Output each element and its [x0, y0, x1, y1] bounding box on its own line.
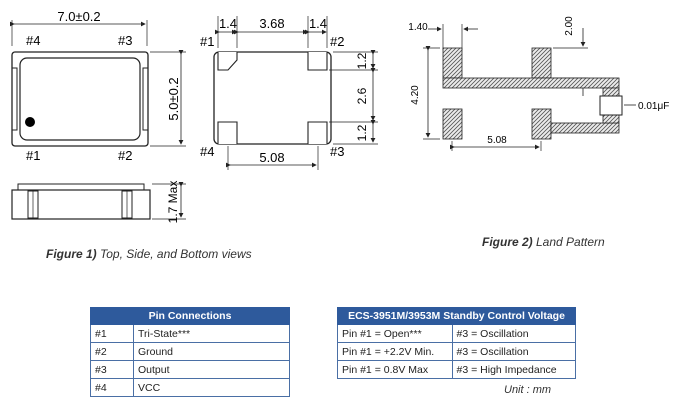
bottom-pin-label-1: #1 [200, 34, 214, 49]
land-pitch-dim: 5.08 [487, 135, 507, 146]
land-pad-height-dim: 2.00 [564, 16, 575, 36]
bottom-pin-label-2: #2 [330, 34, 344, 49]
figure1-caption-text: Top, Side, and Bottom views [96, 247, 252, 261]
bottom-right-dim-3: 1.2 [355, 124, 369, 141]
top-view: 7.0±0.2 #4 #3 #1 #2 5.0±0.2 [10, 9, 186, 163]
bottom-pitch-dim: 5.08 [259, 150, 284, 165]
land-height-dim: 4.20 [410, 85, 421, 105]
function-cell: VCC [133, 378, 290, 397]
bottom-pin-label-3: #3 [330, 144, 344, 159]
table-row: #3 Output [90, 360, 290, 379]
input-cell: Pin #1 = Open*** [337, 324, 453, 343]
bottom-pin-label-4: #4 [200, 144, 214, 159]
land-pad-2 [531, 47, 552, 79]
land-pad-4 [442, 108, 463, 140]
land-pad-1 [442, 47, 463, 79]
trace-bottom [550, 122, 620, 134]
function-cell: Ground [133, 342, 290, 361]
top-pin-label-2: #2 [118, 148, 132, 163]
land-pad-width-dim: 1.40 [408, 22, 428, 33]
function-cell: Tri-State*** [133, 324, 290, 343]
side-view: 1.7 Max [11, 181, 186, 224]
bottom-right-dim-2: 2.6 [355, 87, 369, 104]
bypass-capacitor [599, 95, 623, 116]
standby-control-table: ECS-3951M/3953M Standby Control Voltage … [337, 307, 577, 379]
cap-land-top [602, 87, 620, 97]
top-height-dim: 5.0±0.2 [166, 77, 181, 120]
land-pattern: 1.40 2.00 0.01μF 4.20 5.08 [408, 16, 669, 151]
unit-label: Unit : mm [504, 384, 552, 396]
result-cell: #3 = Oscillation [451, 324, 577, 343]
figure1-caption: Figure 1) Top, Side, and Bottom views [46, 247, 252, 261]
top-pin-label-1: #1 [26, 148, 40, 163]
cap-land-bottom [602, 114, 620, 124]
pin-table-header: Pin Connections [90, 307, 290, 325]
pin-cell: #3 [90, 360, 134, 379]
table-row: Pin #1 = +2.2V Min. #3 = Oscillation [337, 342, 577, 361]
pin-cell: #1 [90, 324, 134, 343]
top-pin-label-3: #3 [118, 33, 132, 48]
top-pin-label-4: #4 [26, 33, 40, 48]
pin1-marker [25, 117, 35, 127]
table-row: #1 Tri-State*** [90, 324, 290, 343]
table-row: Pin #1 = 0.8V Max #3 = High Impedance [337, 360, 577, 379]
figure2-caption-prefix: Figure 2) [482, 235, 533, 249]
pin-connections-table: Pin Connections #1 Tri-State*** #2 Groun… [90, 307, 290, 397]
side-height-dim: 1.7 Max [166, 181, 180, 224]
input-cell: Pin #1 = 0.8V Max [337, 360, 453, 379]
figure2-caption-text: Land Pattern [532, 235, 605, 249]
bottom-view: 1.4 3.68 1.4 #1 #2 #4 #3 5.08 1.2 2.6 1.… [200, 16, 378, 170]
function-cell: Output [133, 360, 290, 379]
bottom-pad-left-dim: 1.4 [219, 16, 237, 31]
trace-top [442, 77, 620, 89]
table-row: Pin #1 = Open*** #3 = Oscillation [337, 324, 577, 343]
top-width-dim: 7.0±0.2 [57, 9, 100, 24]
table-row: #2 Ground [90, 342, 290, 361]
bottom-right-dim-1: 1.2 [355, 52, 369, 69]
bottom-pad-center-dim: 3.68 [259, 16, 284, 31]
result-cell: #3 = High Impedance [451, 360, 577, 379]
pin-cell: #2 [90, 342, 134, 361]
figure1-caption-prefix: Figure 1) [46, 247, 97, 261]
result-cell: #3 = Oscillation [451, 342, 577, 361]
pin-cell: #4 [90, 378, 134, 397]
cap-value-label: 0.01μF [638, 101, 669, 112]
standby-table-header: ECS-3951M/3953M Standby Control Voltage [337, 307, 576, 325]
table-row: #4 VCC [90, 378, 290, 397]
land-pad-3 [531, 108, 552, 140]
figure2-caption: Figure 2) Land Pattern [482, 235, 605, 249]
input-cell: Pin #1 = +2.2V Min. [337, 342, 453, 361]
bottom-pad-right-dim: 1.4 [309, 16, 327, 31]
